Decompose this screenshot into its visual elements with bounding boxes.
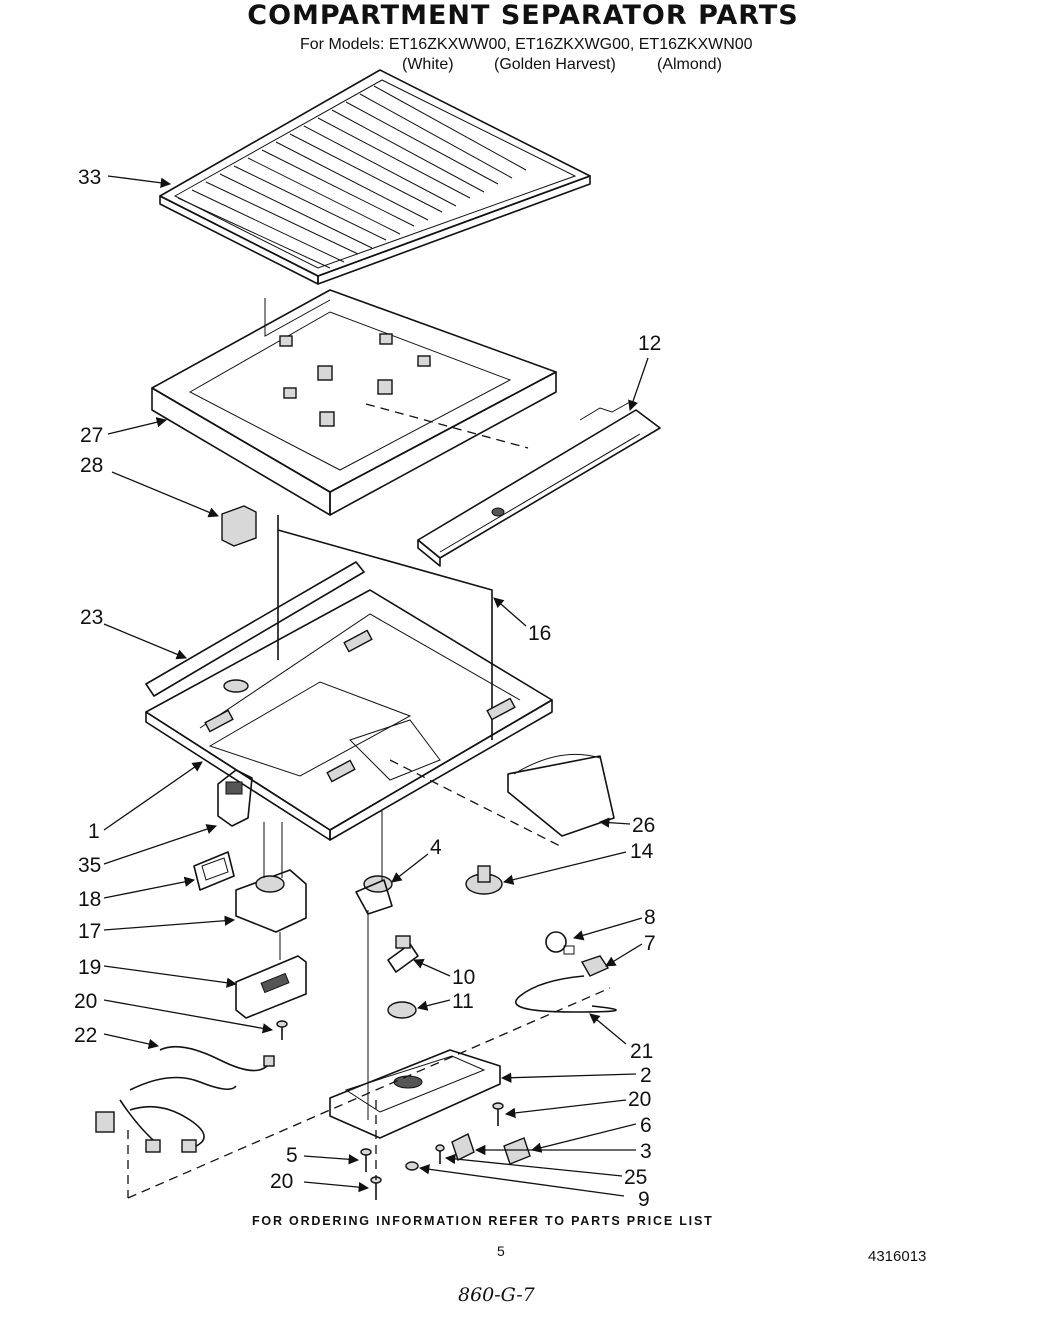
part-12-rail <box>417 401 661 567</box>
part-26-cover <box>507 753 615 837</box>
page-number: 5 <box>497 1243 505 1259</box>
handwritten-note: 860-G-7 <box>458 1284 535 1306</box>
part-23-strip <box>145 561 365 697</box>
assembly-dash-lines <box>127 403 611 1199</box>
callout-5: 5 <box>286 1144 298 1167</box>
callout-22: 22 <box>74 1024 97 1047</box>
part-9-washer <box>405 1161 419 1171</box>
callout-19: 19 <box>78 956 101 979</box>
callout-20c: 20 <box>270 1170 293 1193</box>
callout-16: 16 <box>528 622 551 645</box>
callout-20a: 20 <box>74 990 97 1013</box>
part-20b-screw <box>492 1102 504 1126</box>
part-3-switch <box>451 1133 475 1161</box>
variant-golden-harvest: (Golden Harvest) <box>494 56 616 73</box>
callout-7: 7 <box>644 932 656 955</box>
callout-25: 25 <box>624 1166 647 1189</box>
callout-10: 10 <box>452 966 475 989</box>
part-27-frame <box>151 289 557 516</box>
callout-18: 18 <box>78 888 101 911</box>
part-8-bulb <box>545 931 575 955</box>
part-25-clip <box>435 1144 445 1164</box>
document-number: 4316013 <box>868 1248 927 1265</box>
part-20c-screw <box>370 1176 382 1200</box>
callout-4: 4 <box>430 836 442 859</box>
part-21-wire <box>514 975 617 1013</box>
callout-28: 28 <box>80 454 103 477</box>
part-18-bezel <box>193 851 235 891</box>
part-2-base <box>329 1049 501 1139</box>
part-20a-screw <box>276 1020 288 1040</box>
callout-17: 17 <box>78 920 101 943</box>
callout-6: 6 <box>640 1114 652 1137</box>
part-35-knob <box>217 769 253 827</box>
part-4-valve <box>355 810 393 1120</box>
callout-33: 33 <box>78 166 101 189</box>
callout-35: 35 <box>78 854 101 877</box>
callout-20b: 20 <box>628 1088 651 1111</box>
part-1-separator-pan <box>145 589 553 841</box>
variant-almond: (Almond) <box>657 56 722 73</box>
part-22-harness <box>95 1045 275 1153</box>
part-17-housing <box>235 822 307 933</box>
models-line: For Models: ET16ZKXWW00, ET16ZKXWG00, ET… <box>300 36 753 53</box>
callout-23: 23 <box>80 606 103 629</box>
callout-21: 21 <box>630 1040 653 1063</box>
part-5-screw <box>360 1148 372 1172</box>
callout-labels: 33 12 27 28 23 16 1 26 35 4 14 18 17 8 7… <box>74 166 661 1211</box>
part-7-socket <box>580 955 610 977</box>
part-14-damper <box>465 865 503 895</box>
part-11-disc <box>387 1001 417 1019</box>
callout-1: 1 <box>88 820 100 843</box>
callout-9: 9 <box>638 1188 650 1211</box>
part-33-grille <box>159 69 591 285</box>
variant-white: (White) <box>402 56 454 73</box>
part-10-socket <box>387 935 419 973</box>
callout-26: 26 <box>632 814 655 837</box>
part-6-switch <box>503 1137 531 1165</box>
callout-12: 12 <box>638 332 661 355</box>
page-title: COMPARTMENT SEPARATOR PARTS <box>247 0 799 31</box>
callout-2: 2 <box>640 1064 652 1087</box>
ordering-note: FOR ORDERING INFORMATION REFER TO PARTS … <box>252 1214 714 1228</box>
callout-27: 27 <box>80 424 103 447</box>
part-28-block <box>221 505 257 547</box>
callout-14: 14 <box>630 840 654 863</box>
callout-11: 11 <box>452 990 474 1013</box>
leader-lines <box>103 175 649 1197</box>
part-16-wire <box>277 515 493 740</box>
part-19-bracket <box>235 932 307 1019</box>
callout-3: 3 <box>640 1140 652 1163</box>
callout-8: 8 <box>644 906 656 929</box>
